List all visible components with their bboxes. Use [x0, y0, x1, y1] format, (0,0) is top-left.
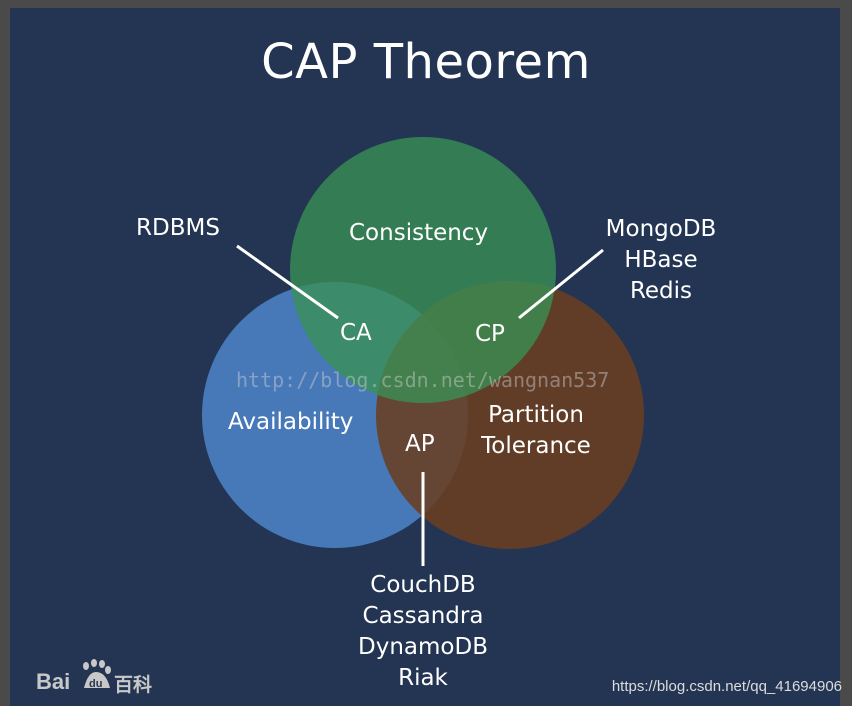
ap-system-item: CouchDB: [370, 572, 476, 598]
ca-system-item: RDBMS: [136, 215, 220, 241]
ap-label: AP: [405, 431, 435, 457]
cp-system-item: HBase: [624, 247, 698, 273]
partition-label-line-2: Tolerance: [481, 433, 591, 459]
cp-system-item: Redis: [629, 278, 693, 304]
source-url-link[interactable]: https://blog.csdn.net/qq_41694906: [611, 678, 842, 695]
ap-system-item: DynamoDB: [358, 634, 488, 660]
cp-pointer-line: [518, 248, 604, 320]
consistency-circle: [290, 137, 556, 403]
ca-systems-list: RDBMS: [136, 215, 220, 241]
ap-systems-list: CouchDB Cassandra DynamoDB Riak: [356, 570, 490, 694]
svg-text:du: du: [89, 678, 102, 690]
baike-text: 百科: [114, 674, 153, 696]
cp-systems-list: MongoDB HBase Redis: [598, 214, 724, 307]
diagram-title: CAP Theorem: [261, 34, 591, 90]
watermark-text: http://blog.csdn.net/wangnan537: [236, 368, 610, 392]
svg-text:Bai: Bai: [36, 669, 70, 694]
baidu-baike-logo: Bai du 百科: [36, 658, 156, 702]
cp-label: CP: [475, 321, 505, 347]
rdbms-pointer-line: [236, 244, 339, 320]
consistency-label: Consistency: [349, 220, 489, 246]
ca-label: CA: [340, 320, 372, 346]
availability-label: Availability: [228, 409, 354, 435]
ap-system-item: Cassandra: [362, 603, 484, 629]
ap-system-item: Riak: [398, 665, 448, 691]
cp-system-item: MongoDB: [605, 216, 717, 242]
partition-tolerance-label: Partition Tolerance: [474, 400, 598, 462]
partition-label-line-1: Partition: [488, 402, 584, 428]
baidu-paw-icon: Bai du: [36, 659, 111, 694]
